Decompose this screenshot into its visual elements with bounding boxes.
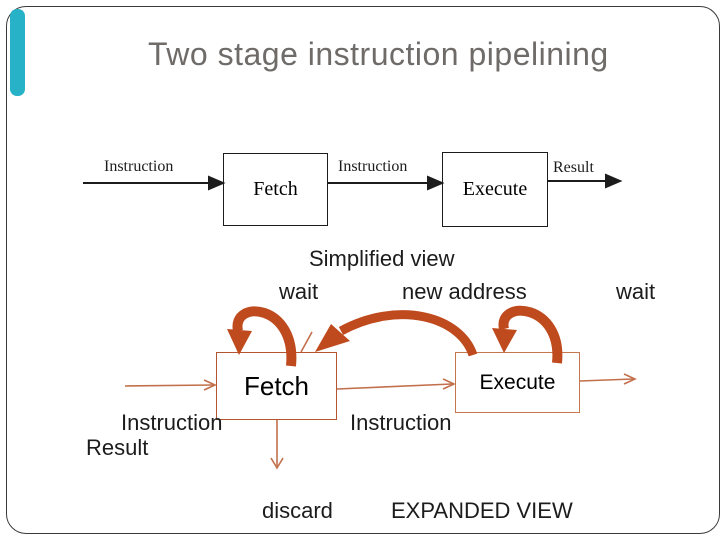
accent-bar <box>10 9 25 96</box>
simplified-execute-label: Execute <box>462 178 528 200</box>
wait-right-label: wait <box>616 279 656 304</box>
simplified-between-label: Instruction <box>338 158 408 175</box>
expanded-fetch-label: Fetch <box>243 370 310 401</box>
expanded-result-label: Result <box>86 435 149 460</box>
discard-label: discard <box>262 498 333 523</box>
simplified-view-caption: Simplified view <box>309 246 455 271</box>
simplified-execute-box: Execute <box>442 152 548 227</box>
expanded-execute-label: Execute <box>479 370 556 394</box>
slide-title: Two stage instruction pipelining <box>148 36 609 72</box>
expanded-between-label: Instruction <box>350 410 452 435</box>
simplified-input-label: Instruction <box>104 158 174 175</box>
expanded-fetch-box: Fetch <box>216 352 337 420</box>
simplified-output-label: Result <box>553 159 594 176</box>
expanded-execute-box: Execute <box>455 352 580 413</box>
wait-left-label: wait <box>279 279 319 304</box>
new-address-label: new address <box>402 279 527 304</box>
expanded-input-label: Instruction <box>121 410 223 435</box>
simplified-fetch-box: Fetch <box>223 153 328 226</box>
slide-border <box>6 6 720 534</box>
simplified-fetch-label: Fetch <box>253 178 298 200</box>
expanded-view-caption: EXPANDED VIEW <box>391 498 573 523</box>
